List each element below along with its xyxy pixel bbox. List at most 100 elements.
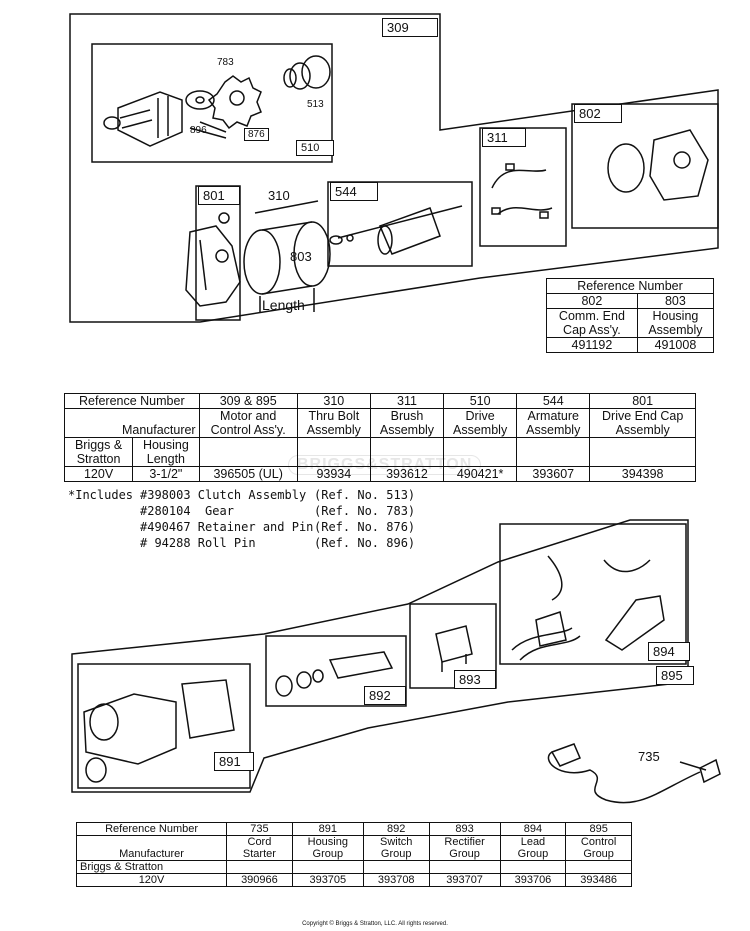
bottom-manufacturer: Manufacturer — [75, 835, 228, 861]
main-val-6: 394398 — [589, 466, 696, 482]
main-val-4: 490421* — [443, 466, 518, 482]
control-parts-table: Reference Number 735 891 892 893 894 895… — [75, 822, 632, 887]
includes-ref-1: (Ref. No. 513) — [314, 488, 416, 502]
thru-bolt-drawing — [254, 200, 319, 214]
bottom-mfr: Briggs & Stratton — [75, 860, 228, 874]
main-col-ref-4: 510 — [443, 393, 518, 409]
includes-line-4: # 94288 Roll Pin — [140, 536, 256, 550]
small-col-802: 802 — [546, 293, 638, 309]
includes-ref-3: (Ref. No. 876) — [314, 520, 416, 534]
small-val-803: 491008 — [636, 337, 715, 353]
bottom-ref-header: Reference Number — [75, 822, 228, 836]
bottom-col-ref-5: 894 — [499, 822, 567, 836]
label-735: 735 — [638, 749, 660, 764]
copyright-footer: Copyright © Briggs & Stratton, LLC. All … — [302, 921, 448, 927]
label-892: 892 — [364, 686, 406, 705]
box-894-frame — [499, 523, 687, 665]
upper-group-outline — [69, 13, 719, 323]
bottom-col-ref-2: 891 — [291, 822, 364, 836]
label-510: 510 — [296, 140, 334, 156]
main-length: 3-1/2" — [132, 466, 200, 482]
box-802-frame — [571, 103, 719, 229]
bottom-voltage: 120V — [75, 873, 228, 887]
housing-group-drawing — [83, 679, 235, 783]
box-510-frame — [91, 43, 333, 163]
label-309: 309 — [382, 18, 438, 37]
clutch-drawing — [283, 55, 331, 90]
armature-drawing — [329, 205, 463, 255]
includes-line-3: #490467 Retainer and Pin — [140, 520, 314, 534]
brush-assembly-drawing — [491, 163, 553, 219]
box-544-frame — [327, 181, 473, 267]
spring-retainer-drawing — [103, 91, 183, 147]
includes-line-1: #398003 Clutch Assembly — [140, 488, 307, 502]
label-891: 891 — [214, 752, 254, 771]
label-876: 876 — [244, 128, 269, 141]
label-310: 310 — [268, 188, 290, 203]
label-544: 544 — [330, 182, 378, 201]
bottom-val-3: 393708 — [362, 873, 430, 887]
main-col-ref-5: 544 — [516, 393, 591, 409]
box-891-frame — [77, 663, 251, 789]
main-mfr-briggs: Briggs &Stratton — [63, 437, 134, 467]
main-val-2: 93934 — [296, 466, 371, 482]
main-val-5: 393607 — [516, 466, 591, 482]
control-group-drawing — [511, 555, 665, 661]
main-ref-header: Reference Number — [64, 393, 200, 409]
lower-group-outline — [71, 519, 689, 793]
label-802: 802 — [574, 104, 622, 123]
label-311: 311 — [482, 128, 526, 147]
label-801: 801 — [198, 186, 240, 205]
small-val-802: 491192 — [546, 337, 638, 353]
cord-735-drawing — [547, 743, 721, 804]
label-895: 895 — [656, 666, 694, 685]
label-894: 894 — [648, 642, 690, 661]
bottom-val-4: 393707 — [428, 873, 501, 887]
drive-end-cap-drawing — [185, 212, 241, 307]
rectifier-drawing — [435, 625, 473, 672]
bottom-col-ref-1: 735 — [226, 822, 293, 836]
bottom-val-2: 393705 — [291, 873, 364, 887]
main-val-1: 396505 (UL) — [198, 466, 298, 482]
main-col-ref-2: 310 — [296, 393, 371, 409]
box-892-frame — [265, 635, 407, 707]
label-893: 893 — [454, 670, 496, 689]
housing-803-drawing — [243, 221, 331, 312]
bottom-col-ref-4: 893 — [428, 822, 501, 836]
label-513: 513 — [307, 99, 324, 110]
main-col-ref-1: 309 & 895 — [198, 393, 298, 409]
bottom-val-1: 390966 — [226, 873, 293, 887]
motor-parts-table: Reference Number 309 & 895 310 311 510 5… — [63, 393, 696, 482]
label-783: 783 — [217, 57, 234, 68]
label-803: 803 — [290, 249, 312, 264]
pinion-gear-drawing — [207, 75, 262, 130]
small-col-803: 803 — [636, 293, 715, 309]
includes-ref-4: (Ref. No. 896) — [314, 536, 416, 550]
comm-end-cap-drawing — [607, 129, 709, 201]
label-896: 896 — [190, 125, 207, 136]
bottom-val-5: 393706 — [499, 873, 567, 887]
main-val-3: 393612 — [369, 466, 445, 482]
bottom-col-ref-3: 892 — [362, 822, 430, 836]
switch-group-drawing — [275, 651, 394, 697]
main-col-ref-3: 311 — [369, 393, 445, 409]
box-893-frame — [409, 603, 497, 689]
main-manufacturer: Manufacturer — [64, 408, 200, 438]
main-col-ref-6: 801 — [589, 393, 696, 409]
main-voltage: 120V — [63, 466, 134, 482]
